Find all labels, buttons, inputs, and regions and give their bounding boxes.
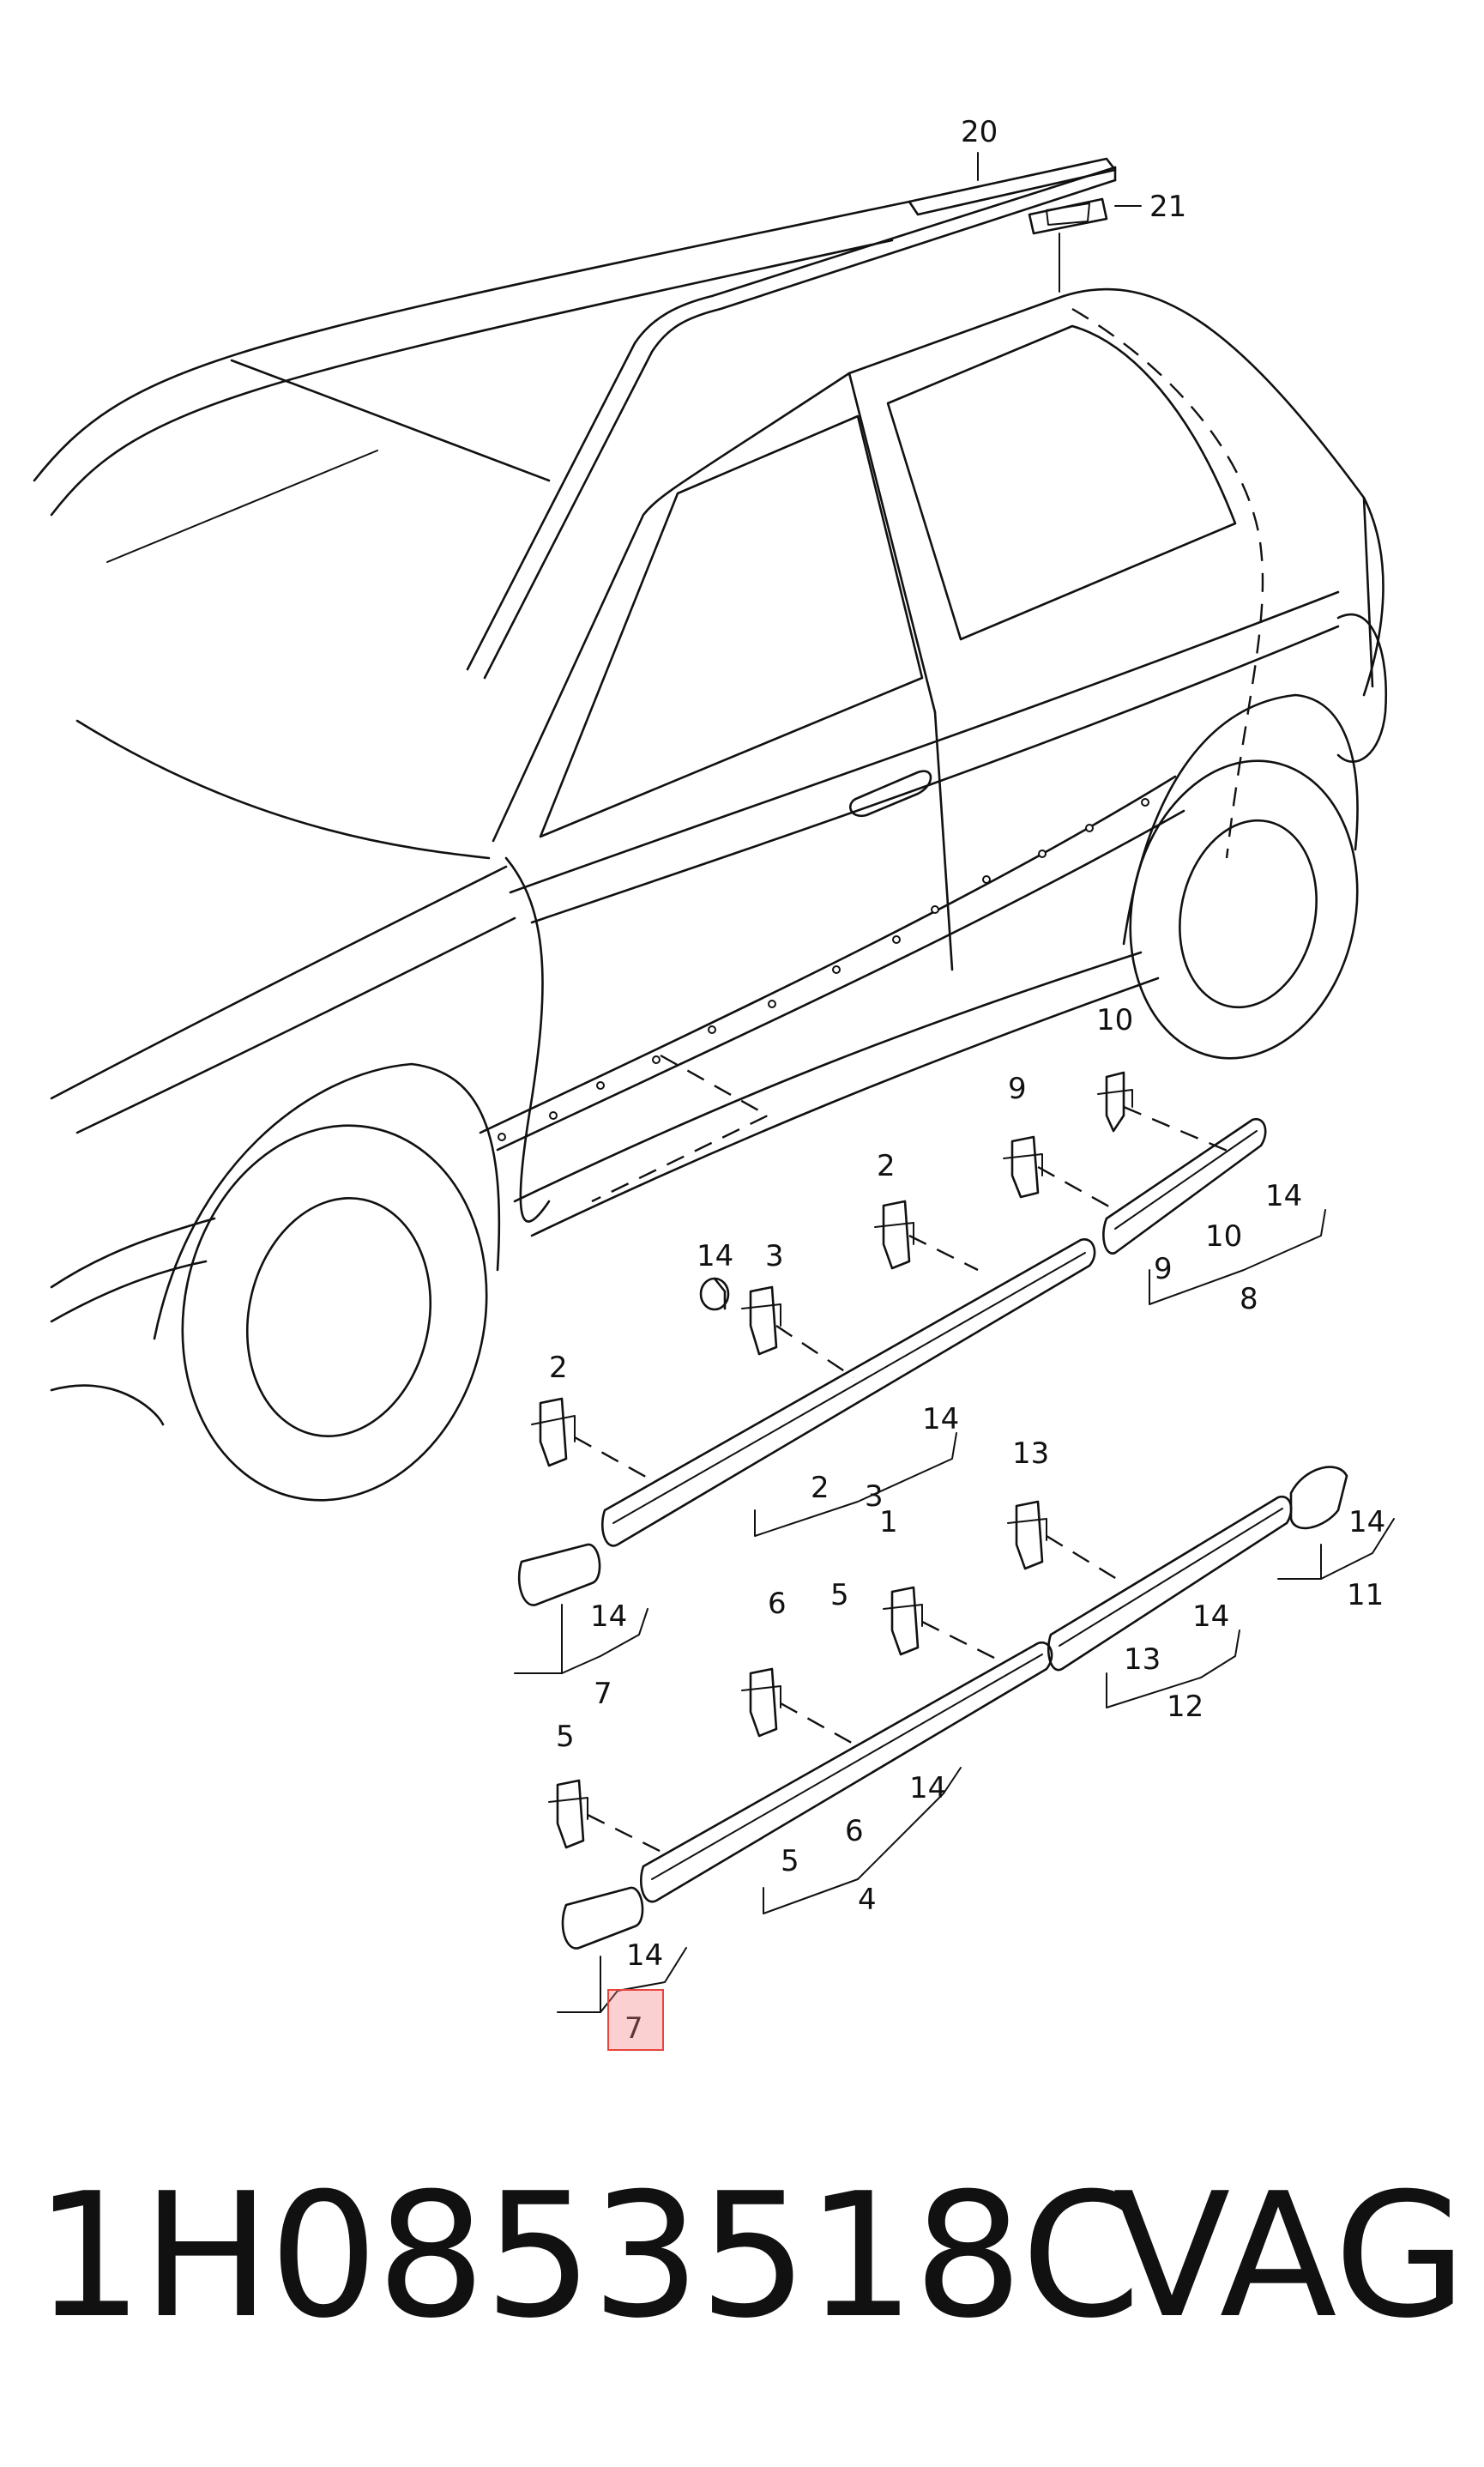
callout-14-upper-end: 14 [590, 1599, 627, 1634]
clip-2b [531, 1397, 576, 1467]
callout-2-upper-clip: 2 [877, 1149, 896, 1183]
callout-1: 1 [879, 1505, 898, 1539]
clip-10 [1097, 1071, 1133, 1133]
roof-bracket [1028, 197, 1142, 293]
clip-13 [1007, 1500, 1047, 1570]
leader-brackets [514, 1209, 1395, 2013]
moulding-strips [517, 1117, 1348, 1950]
callout-12: 12 [1167, 1690, 1203, 1724]
roof-moulding [908, 152, 1117, 216]
callout-6-lower: 6 [845, 1814, 864, 1848]
clip-2a [874, 1200, 914, 1270]
assembly-lines [574, 1105, 1236, 1855]
callout-7-lower-highlighted: 7 [624, 2011, 643, 2046]
mounting-holes [498, 798, 1149, 1141]
clip-3 [741, 1285, 781, 1356]
callout-labels: 20 21 10 9 14 10 9 8 2 14 3 2 14 3 2 1 1… [549, 115, 1385, 2046]
clips [531, 1071, 1133, 1849]
brand-label: VAG [1113, 2156, 1467, 2356]
callout-9-top: 9 [1008, 1072, 1027, 1106]
footer: 1H0853518C VAG [0, 2128, 1484, 2385]
callout-5-lower: 5 [781, 1844, 799, 1878]
callout-4: 4 [858, 1883, 877, 1917]
clip-5a [883, 1586, 923, 1656]
callout-11: 11 [1347, 1578, 1384, 1612]
highlight-box [607, 1989, 664, 2051]
callout-14-lower-end: 14 [626, 1938, 663, 1973]
callout-21: 21 [1149, 190, 1186, 224]
callout-10-top: 10 [1096, 1003, 1133, 1037]
callout-7-upper: 7 [594, 1677, 612, 1711]
callout-14-rear-upper: 14 [1265, 1179, 1302, 1213]
callout-13-lower: 13 [1124, 1642, 1161, 1677]
callout-20: 20 [961, 115, 998, 149]
callout-5-clip-left: 5 [556, 1720, 575, 1754]
callout-13-clip: 13 [1012, 1436, 1049, 1471]
callout-2-lower: 2 [811, 1471, 829, 1505]
callout-14-endcap: 14 [1348, 1505, 1385, 1539]
callout-14-rear-lower: 14 [1192, 1599, 1229, 1634]
callout-3-clip: 3 [765, 1239, 784, 1273]
callout-6-clip: 6 [768, 1587, 787, 1621]
callout-8: 8 [1240, 1282, 1258, 1316]
clip-9 [1003, 1135, 1043, 1199]
callout-9-lower: 9 [1154, 1252, 1173, 1286]
callout-14-grommet: 14 [697, 1239, 733, 1273]
clip-14-grommet [699, 1277, 730, 1311]
part-number: 1H0853518C [34, 2156, 1141, 2356]
callout-14-front-upper: 14 [922, 1402, 959, 1436]
clip-6 [741, 1667, 781, 1738]
clip-5b [548, 1779, 588, 1849]
car-body [33, 166, 1387, 1502]
callout-5-clip-right: 5 [830, 1578, 849, 1612]
callout-10-lower: 10 [1205, 1219, 1242, 1254]
callout-3-lower: 3 [865, 1479, 884, 1514]
callout-14-front-lower: 14 [909, 1771, 946, 1805]
callout-2-left-clip: 2 [549, 1351, 568, 1385]
